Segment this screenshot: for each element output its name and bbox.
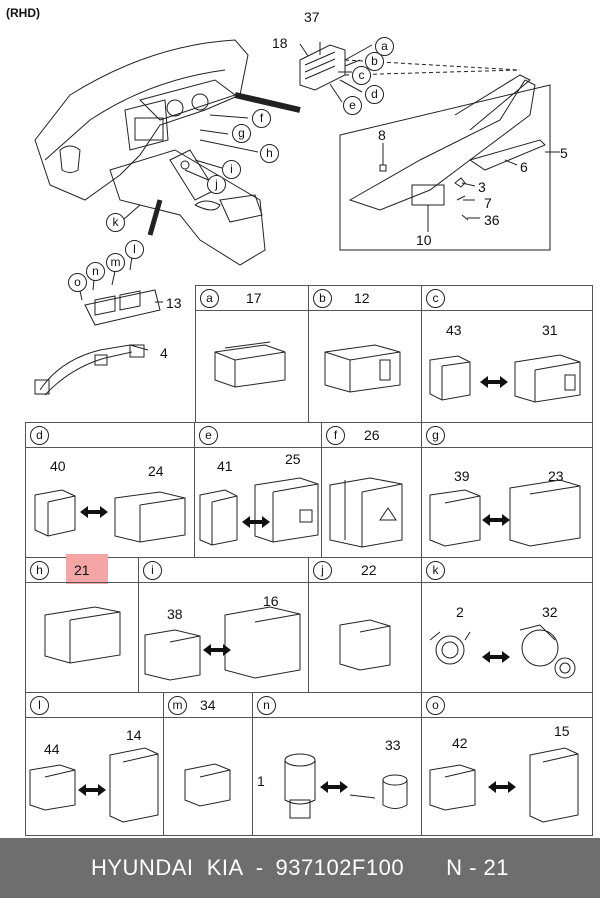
- cell-n-letter: n: [257, 696, 276, 715]
- cell-b-letter: b: [313, 289, 332, 308]
- cell-k-letter: k: [426, 561, 445, 580]
- swap-arrow-n: [320, 781, 348, 793]
- footer-brand: HYUNDAI KIA: [90, 855, 244, 880]
- cell-m-letter: m: [168, 696, 187, 715]
- callout-8: 8: [378, 127, 386, 143]
- cell-d: d 40 24: [25, 422, 195, 558]
- callout-l: l: [125, 240, 144, 259]
- cell-f: f 26: [321, 422, 422, 558]
- cell-m-part-34: 34: [200, 697, 216, 713]
- cell-c-letter: c: [426, 289, 445, 308]
- cell-l: l 44 14: [25, 692, 164, 836]
- part-21-highlight: [66, 554, 108, 584]
- swap-arrow-o: [488, 781, 516, 793]
- cell-g: g 39 23: [421, 422, 593, 558]
- cell-o-part-15: 15: [554, 723, 570, 739]
- cell-h: h 21: [25, 554, 139, 693]
- callout-5: 5: [560, 145, 568, 161]
- cell-o: o 42 15: [421, 692, 593, 836]
- callout-18: 18: [272, 35, 288, 51]
- footer-dash: -: [255, 855, 264, 880]
- callout-k: k: [106, 213, 125, 232]
- swap-arrow-e: [242, 516, 270, 528]
- cell-f-part-26: 26: [364, 427, 380, 443]
- cell-o-part-42: 42: [452, 735, 468, 751]
- footer-part-number: 937102F100: [275, 855, 405, 880]
- cell-m: m 34: [163, 692, 253, 836]
- callout-d: d: [365, 85, 384, 104]
- swap-arrow-i: [203, 644, 231, 656]
- cell-n: n 1 33: [252, 692, 422, 836]
- cell-i: i 38 16: [138, 557, 309, 693]
- callout-i: i: [222, 160, 241, 179]
- cell-h-part-21: 21: [74, 562, 90, 578]
- cell-f-letter: f: [326, 426, 345, 445]
- cell-a-part-17: 17: [246, 290, 262, 306]
- callout-c: c: [352, 66, 371, 85]
- callout-h: h: [260, 144, 279, 163]
- cell-c-part-31: 31: [542, 322, 558, 338]
- callout-j: j: [207, 175, 226, 194]
- rhd-label: (RHD): [6, 6, 40, 20]
- callout-10: 10: [416, 232, 432, 248]
- cell-g-part-39: 39: [454, 468, 470, 484]
- cell-n-part-1: 1: [257, 773, 265, 789]
- callout-37: 37: [304, 9, 320, 25]
- cell-k-part-32: 32: [542, 604, 558, 620]
- cell-o-letter: o: [426, 696, 445, 715]
- cell-g-letter: g: [426, 426, 445, 445]
- cell-j-letter: j: [313, 561, 332, 580]
- cell-h-letter: h: [30, 561, 49, 580]
- cell-i-part-16: 16: [263, 593, 279, 609]
- cell-b: b 12: [308, 285, 422, 423]
- cell-l-part-14: 14: [126, 727, 142, 743]
- cell-e: e 41 25: [194, 422, 322, 558]
- cell-e-letter: e: [199, 426, 218, 445]
- cell-n-part-33: 33: [385, 737, 401, 753]
- callout-m: m: [106, 253, 125, 272]
- callout-f: f: [252, 109, 271, 128]
- swap-arrow-d: [80, 506, 108, 518]
- cell-i-letter: i: [143, 561, 162, 580]
- footer-ref: N - 21: [446, 855, 509, 880]
- swap-arrow-k: [482, 651, 510, 663]
- part-number-footer: HYUNDAI KIA-937102F100 N - 21: [0, 838, 600, 898]
- callout-b: b: [365, 52, 384, 71]
- callout-13: 13: [166, 295, 182, 311]
- cell-d-letter: d: [30, 426, 49, 445]
- callout-3: 3: [478, 179, 486, 195]
- cell-l-part-44: 44: [44, 741, 60, 757]
- cell-g-part-23: 23: [548, 468, 564, 484]
- swap-arrow-c: [480, 376, 508, 388]
- callout-36: 36: [484, 212, 500, 228]
- callout-4: 4: [160, 345, 168, 361]
- cell-j: j 22: [308, 557, 422, 693]
- callout-n: n: [86, 262, 105, 281]
- callout-7: 7: [484, 195, 492, 211]
- cell-l-letter: l: [30, 696, 49, 715]
- cell-d-part-40: 40: [50, 458, 66, 474]
- cell-i-part-38: 38: [167, 606, 183, 622]
- cell-c-part-43: 43: [446, 322, 462, 338]
- cell-k: k 2 32: [421, 557, 593, 693]
- cell-b-part-12: 12: [354, 290, 370, 306]
- cell-a: a 17: [195, 285, 309, 423]
- callout-g: g: [232, 124, 251, 143]
- cell-c: c 43 31: [421, 285, 593, 423]
- swap-arrow-l: [78, 784, 106, 796]
- cell-a-letter: a: [200, 289, 219, 308]
- callout-e: e: [343, 96, 362, 115]
- cell-d-part-24: 24: [148, 463, 164, 479]
- cell-j-part-22: 22: [361, 562, 377, 578]
- cell-k-part-2: 2: [456, 604, 464, 620]
- cell-e-part-41: 41: [217, 458, 233, 474]
- callout-o: o: [68, 273, 87, 292]
- callout-6: 6: [520, 159, 528, 175]
- swap-arrow-g: [482, 514, 510, 526]
- callout-a: a: [375, 37, 394, 56]
- cell-e-part-25: 25: [285, 451, 301, 467]
